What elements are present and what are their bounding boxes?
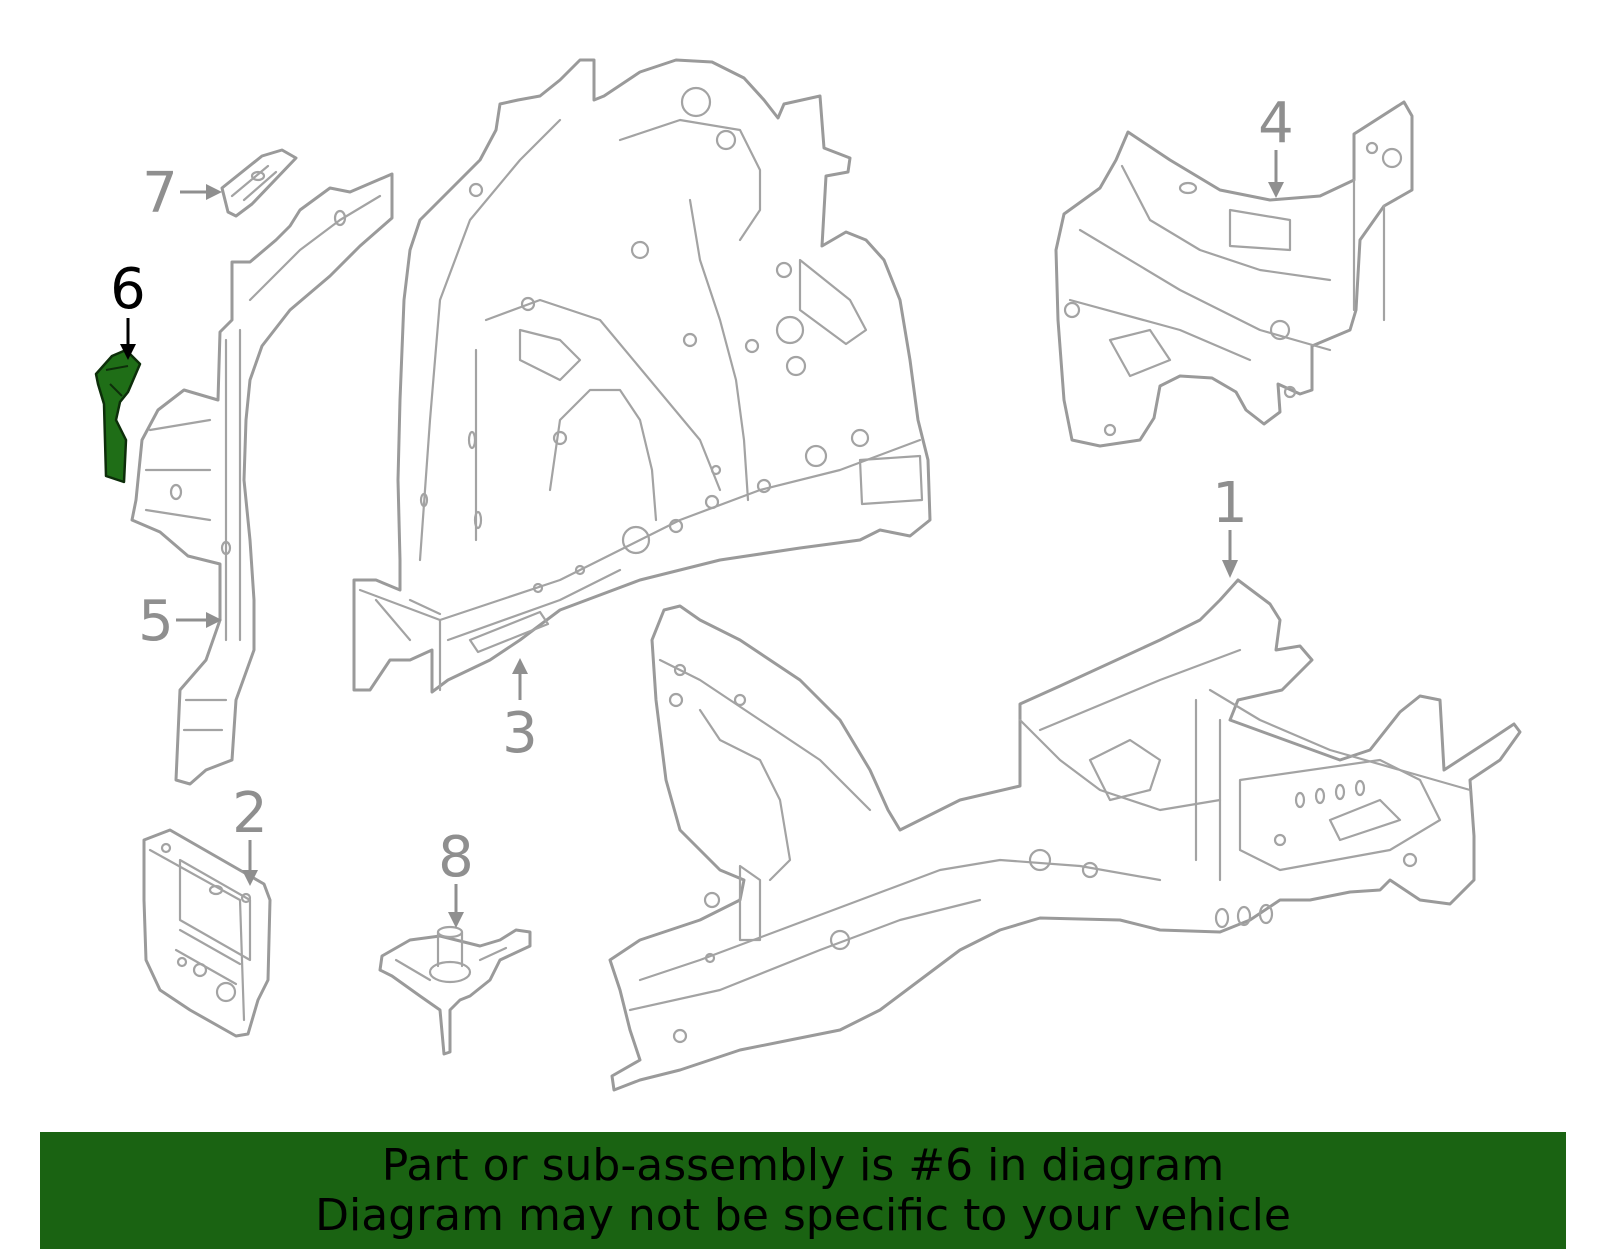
banner-line-1: Part or sub-assembly is #6 in diagram <box>381 1139 1225 1191</box>
part-7-bracket <box>220 148 298 218</box>
callout-8: 8 <box>438 825 474 928</box>
svg-text:6: 6 <box>110 257 146 322</box>
callout-4: 4 <box>1258 91 1294 198</box>
svg-text:8: 8 <box>438 825 474 890</box>
svg-text:1: 1 <box>1212 471 1248 536</box>
part-6-highlighted[interactable] <box>94 348 142 484</box>
svg-text:2: 2 <box>232 781 268 846</box>
svg-text:4: 4 <box>1258 91 1294 156</box>
svg-text:3: 3 <box>502 701 538 766</box>
callout-7: 7 <box>142 161 222 226</box>
svg-text:7: 7 <box>142 161 178 226</box>
part-4-wheelhouse <box>1054 100 1414 448</box>
info-banner: Part or sub-assembly is #6 in diagram Di… <box>40 1132 1566 1249</box>
callout-1: 1 <box>1212 471 1248 578</box>
callout-2: 2 <box>232 781 268 886</box>
callout-5: 5 <box>138 589 222 654</box>
svg-text:5: 5 <box>138 589 174 654</box>
callout-6[interactable]: 6 <box>110 257 146 360</box>
callout-3: 3 <box>502 658 538 766</box>
part-3-front-structure <box>352 58 932 694</box>
part-5-apron-reinforcement <box>130 172 394 786</box>
part-8-mount <box>378 925 532 1056</box>
banner-line-2: Diagram may not be specific to your vehi… <box>315 1189 1291 1241</box>
part-2-bracket-plate <box>142 828 272 1038</box>
part-1-frame-assembly <box>608 578 1522 1092</box>
